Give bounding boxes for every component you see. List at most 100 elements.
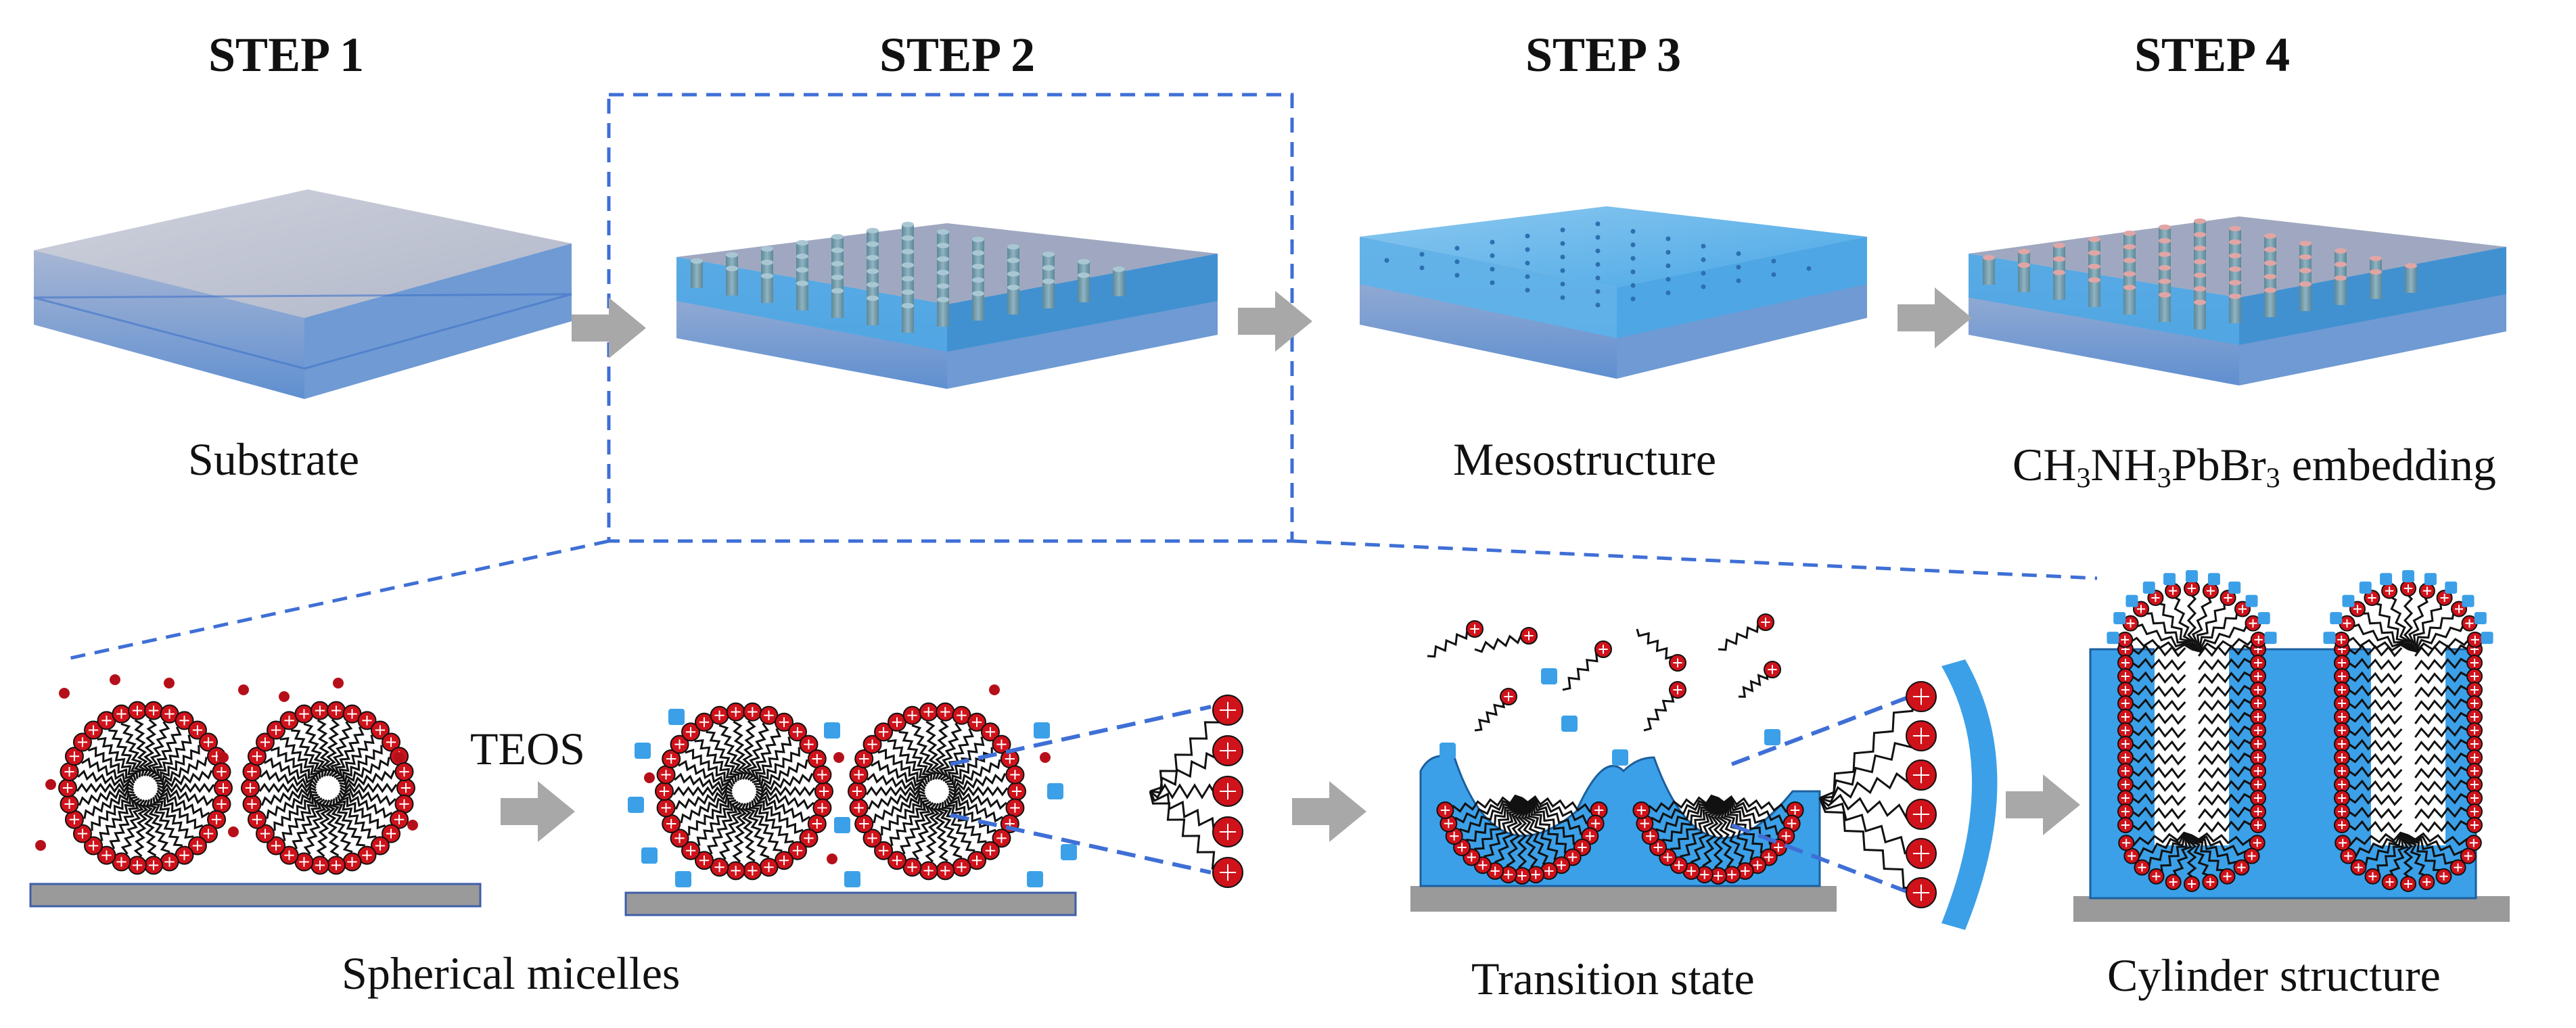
surfactant-head [670,734,689,754]
surfactant-head [294,704,314,724]
surfactant-head [2466,803,2483,820]
surfactant-head [759,858,779,877]
pillar [796,281,808,310]
surfactant-head [2184,580,2200,597]
surfactant-head [2334,817,2350,833]
pore [1806,266,1812,271]
surfactant-head [2117,709,2134,725]
pore [1665,263,1671,268]
substrate-bar-1 [29,883,482,908]
counter-ion [833,752,844,763]
surfactant-head [2118,835,2135,851]
silica-cube [641,847,658,864]
surfactant-head [2243,847,2260,864]
surfactant-head [390,810,409,829]
surfactant-head [1212,695,1243,726]
surfactant-head [382,824,401,843]
surfactant-head [2466,776,2483,793]
pore [1630,229,1636,234]
pillar [867,296,879,325]
surfactant-head [2117,790,2134,806]
surfactant-head [743,861,762,881]
pore [1595,235,1601,240]
surfactant-head [2460,847,2477,864]
pore [1490,280,1495,285]
pore [1630,256,1636,261]
pillar [1113,266,1125,296]
pillar [902,303,914,333]
pore [1771,272,1776,277]
free-surfactant [1474,627,1538,653]
surfactant-head [1906,799,1937,830]
surfactant-head [919,702,938,722]
pore [1560,254,1565,260]
surfactant-head [1466,620,1484,638]
surfactant-head [2334,682,2350,698]
surfactant-head [144,856,164,875]
pillar [761,273,773,303]
silica-cube [824,722,840,739]
arrow-step1-2 [572,298,646,358]
surfactant-head [2250,776,2266,793]
surfactant-head [656,765,676,785]
surfactant-head [58,778,77,797]
surfactant-head [2466,682,2483,698]
surfactant-head [2250,803,2266,820]
surfactant-head [807,814,827,833]
surfactant-head [681,841,701,860]
pore [1419,252,1425,257]
surfactant-head [1520,627,1538,645]
surfactant-head [662,814,681,833]
counter-ion [827,854,837,864]
surfactant-head [1005,765,1025,785]
pillar [2088,277,2100,307]
surfactant-head [144,701,164,720]
surfactant-head [862,828,882,848]
surfactant-head [655,782,674,801]
pillar [2405,263,2417,293]
free-surfactant [1643,681,1686,732]
surfactant-head [84,720,104,740]
surfactant-head [726,702,745,722]
surfactant-head [247,747,267,766]
surfactant-head [357,711,377,730]
pore [1771,258,1776,264]
surfactant-head [670,828,689,848]
pore [1595,275,1601,281]
surfactant-head [199,824,218,843]
surfactant-head [1212,816,1243,847]
surfactant-head [2334,835,2351,851]
pore [1595,248,1601,254]
pillar [1042,279,1055,308]
pore [1701,284,1706,289]
teos-label: TEOS [470,723,585,774]
surfactant-head [1212,776,1243,807]
surfactant-head [1906,720,1937,751]
counter-ion [45,779,56,790]
surfactant-head [327,856,346,875]
pore [1665,290,1671,296]
cylinder-micelle [2107,570,2277,892]
surfactant-head [2117,749,2134,766]
surfactant-head [2334,655,2350,671]
pillar [1007,285,1019,314]
silica-cube [1541,668,1557,684]
silica-cube [675,871,691,887]
surfactant-head [812,798,832,818]
surfactant-head [2466,709,2483,725]
surfactant-head [2117,803,2134,820]
surfactant-head [849,765,869,785]
zoom-lines-micelle [950,705,1212,874]
pore [1595,221,1601,227]
surfactant-head [212,794,231,814]
arrow-teos [501,781,575,842]
surfactant-head [2202,582,2219,599]
pore [1560,281,1565,287]
transition-state-caption: Transition state [1471,953,1755,1004]
surfactant-head [1757,613,1774,631]
zoom-detail-micelle [1149,695,1243,888]
surfactant-head [241,778,260,797]
cylinder-structure-caption: Cylinder structure [2107,950,2441,1001]
surfactant-head [1906,838,1937,869]
surfactant-head [799,734,819,754]
